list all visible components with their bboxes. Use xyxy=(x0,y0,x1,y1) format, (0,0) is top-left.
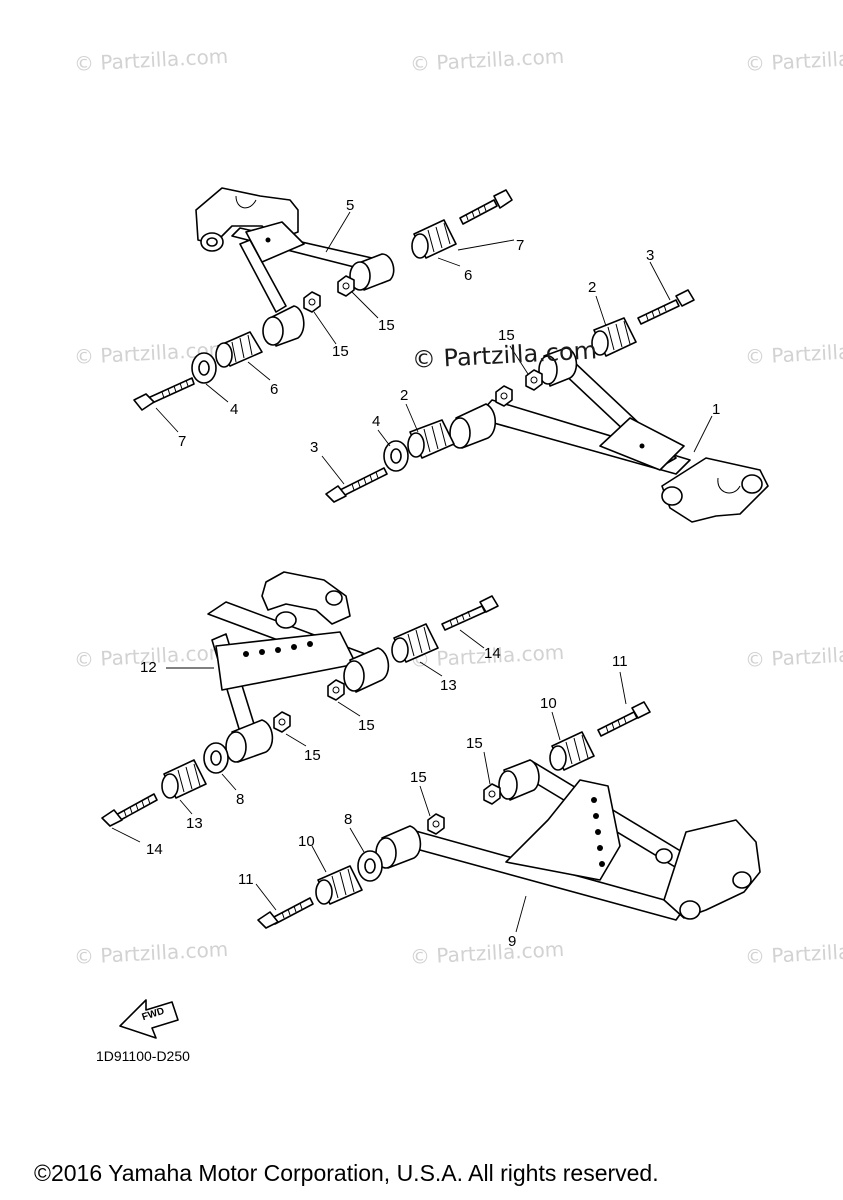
callout-11: 11 xyxy=(238,871,254,888)
callout-7: 7 xyxy=(178,433,187,450)
callout-2: 2 xyxy=(588,279,597,296)
callout-4: 4 xyxy=(372,413,381,430)
callout-10: 10 xyxy=(298,833,315,850)
lower-arm-12 xyxy=(207,571,390,763)
callout-15: 15 xyxy=(378,317,395,334)
bolt-3-lower xyxy=(325,467,388,503)
bushing-10-lower xyxy=(315,865,363,905)
nut-15-d xyxy=(525,369,543,391)
callout-3: 3 xyxy=(646,247,655,264)
bolt-11-upper xyxy=(597,701,651,737)
callout-6: 6 xyxy=(270,381,279,398)
callout-2: 2 xyxy=(400,387,409,404)
washer-4-hole xyxy=(198,360,210,376)
fwd-arrow-icon xyxy=(119,999,179,1039)
bolt-3-upper xyxy=(637,289,695,325)
bushing-6-left xyxy=(215,331,263,368)
callout-13: 13 xyxy=(186,815,203,832)
upper-arm-5 xyxy=(195,187,395,347)
nut-15-c xyxy=(495,385,513,407)
callout-8: 8 xyxy=(344,811,353,828)
callout-15: 15 xyxy=(410,769,427,786)
callout-8: 8 xyxy=(236,791,245,808)
callout-14: 14 xyxy=(484,645,501,662)
nut-15-f xyxy=(273,711,291,733)
diagram-part-code: 1D91100-D250 xyxy=(96,1048,190,1064)
nut-15-upper-a xyxy=(337,275,355,297)
callout-10: 10 xyxy=(540,695,557,712)
callout-1: 1 xyxy=(712,401,721,418)
nut-15-upper-b xyxy=(303,291,321,313)
callout-15: 15 xyxy=(498,327,515,344)
copyright-notice: ©2016 Yamaha Motor Corporation, U.S.A. A… xyxy=(34,1160,659,1186)
bushing-13-top xyxy=(391,623,439,663)
bushing-10-upper xyxy=(549,731,595,771)
bolt-14-left xyxy=(101,793,158,827)
callout-13: 13 xyxy=(440,677,457,694)
callout-7: 7 xyxy=(516,237,525,254)
callout-11: 11 xyxy=(612,653,628,670)
bushing-2-lower xyxy=(407,419,455,459)
nut-15-g xyxy=(483,783,501,805)
callout-12: 12 xyxy=(140,659,157,676)
callout-15: 15 xyxy=(466,735,483,752)
callout-15: 15 xyxy=(304,747,321,764)
nut-15-e xyxy=(327,679,345,701)
callout-5: 5 xyxy=(346,197,355,214)
callout-9: 9 xyxy=(508,933,517,950)
callout-15: 15 xyxy=(358,717,375,734)
callout-14: 14 xyxy=(146,841,163,858)
bolt-11-lower xyxy=(257,897,314,929)
bolt-14-top xyxy=(441,595,499,631)
bolt-7-top xyxy=(459,189,513,225)
bushing-6-top xyxy=(411,219,457,259)
nut-15-h xyxy=(427,813,445,835)
upper-arm-1 xyxy=(449,347,769,523)
callout-6: 6 xyxy=(464,267,473,284)
callout-4: 4 xyxy=(230,401,239,418)
bushing-13-left xyxy=(161,759,207,799)
bolt-7-left xyxy=(133,377,195,411)
bushing-2-upper xyxy=(591,317,637,357)
callout-15: 15 xyxy=(332,343,349,360)
lower-arm-9 xyxy=(375,759,761,921)
callout-3: 3 xyxy=(310,439,319,456)
